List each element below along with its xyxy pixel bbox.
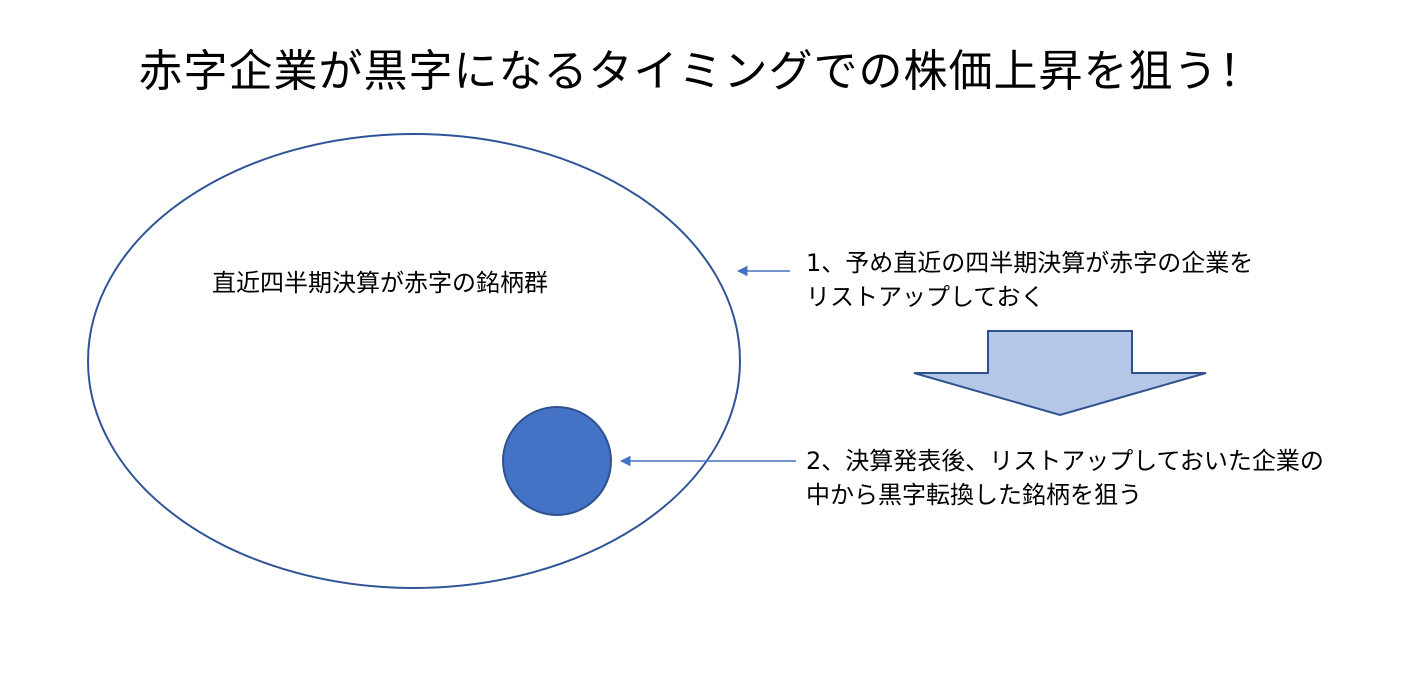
step1-line1: 1、予め直近の四半期決算が赤字の企業を <box>806 249 1254 277</box>
ellipse-label: 直近四半期決算が赤字の銘柄群 <box>212 269 548 297</box>
slide-title: 赤字企業が黒字になるタイミングでの株価上昇を狙う！ <box>138 46 1264 97</box>
step1-text: 1、予め直近の四半期決算が赤字の企業を リストアップしておく <box>806 246 1253 314</box>
step2-line1: 2、決算発表後、リストアップしておいた企業の <box>806 447 1324 475</box>
step1-line2: リストアップしておく <box>806 283 1045 311</box>
step2-text: 2、決算発表後、リストアップしておいた企業の 中から黒字転換した銘柄を狙う <box>806 444 1324 512</box>
turnaround-stock-circle <box>502 406 612 516</box>
loss-making-stocks-ellipse <box>87 133 741 589</box>
step2-line2: 中から黒字転換した銘柄を狙う <box>806 481 1142 509</box>
down-arrow-icon <box>913 330 1207 417</box>
